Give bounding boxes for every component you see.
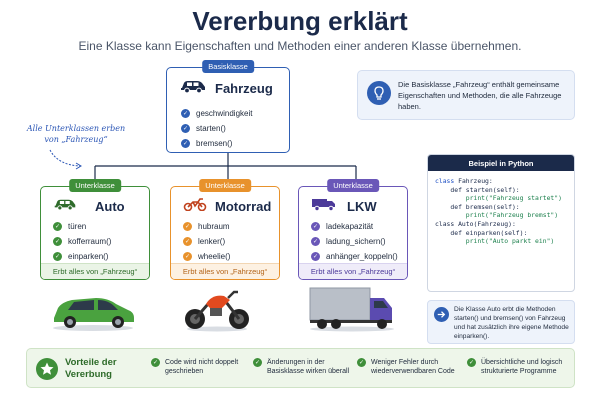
check-icon: ✓ <box>181 139 190 148</box>
subclass-name: LKW <box>347 199 377 214</box>
list-item: ✓anhänger_koppeln() <box>311 252 398 261</box>
list-item: ✓ladekapazität <box>311 222 374 231</box>
check-icon: ✓ <box>311 222 320 231</box>
benefit-item: ✓Änderungen in der Basisklasse wirken üb… <box>253 358 350 375</box>
auto-inheritance-info: Die Klasse Auto erbt die Methoden starte… <box>427 300 575 344</box>
code-line: def bremsen(self): <box>435 202 520 211</box>
base-class-name: Fahrzeug <box>215 81 273 96</box>
benefit-item: ✓Übersichtliche und logisch strukturiert… <box>467 358 563 375</box>
car-icon <box>179 79 207 98</box>
code-line: print("Auto parkt ein") <box>435 237 555 246</box>
check-icon: ✓ <box>311 252 320 261</box>
lightbulb-icon <box>367 81 391 110</box>
code-line: print("Fahrzeug bremst") <box>435 211 559 220</box>
check-icon: ✓ <box>467 358 476 367</box>
subclass-tag: Unterklasse <box>69 179 121 192</box>
auto-inheritance-text: Die Klasse Auto erbt die Methoden starte… <box>454 306 569 340</box>
python-example: Beispiel in Python class Fahrzeug: def s… <box>427 154 575 292</box>
star-icon <box>36 358 58 385</box>
check-icon: ✓ <box>53 237 62 246</box>
list-item: ✓lenker() <box>183 237 226 246</box>
benefits-title: Vorteile der Vererbung <box>65 357 117 380</box>
subclass-card-motorrad: Unterklasse Motorrad ✓hubraum ✓lenker() … <box>170 179 280 280</box>
list-item: ✓starten() <box>181 124 226 133</box>
code-block: class Fahrzeug: def starten(self): print… <box>428 171 574 252</box>
subclass-tag: Unterklasse <box>327 179 379 192</box>
benefit-item: ✓Code wird nicht doppelt geschrieben <box>151 358 239 375</box>
motorcycle-illustration <box>182 286 252 337</box>
benefit-item: ✓Weniger Fehler durch wiederverwendbaren… <box>357 358 455 375</box>
inheritance-note: Alle Unterklassen erben von „Fahrzeug“ <box>26 124 126 144</box>
code-line: class Fahrzeug: <box>435 177 493 185</box>
subclass-footer: Erbt alles von „Fahrzeug“ <box>171 263 279 279</box>
subclass-name: Motorrad <box>215 199 272 214</box>
list-item: ✓geschwindigkeit <box>181 109 253 118</box>
check-icon: ✓ <box>53 252 62 261</box>
subclass-card-lkw: Unterklasse LKW ✓ladekapazität ✓ladung_s… <box>298 179 408 280</box>
car-illustration <box>48 288 138 337</box>
base-class-card: Basisklasse Fahrzeug ✓geschwindigkeit ✓s… <box>166 60 290 153</box>
list-item: ✓türen <box>53 222 87 231</box>
car-icon <box>53 197 77 215</box>
check-icon: ✓ <box>311 237 320 246</box>
base-class-info: Die Basisklasse „Fahrzeug“ enthält gemei… <box>357 70 575 120</box>
list-item: ✓wheelie() <box>183 252 231 261</box>
list-item: ✓bremsen() <box>181 139 233 148</box>
arrow-right-icon <box>434 307 449 327</box>
code-line: print("Fahrzeug startet") <box>435 194 562 203</box>
code-line: def starten(self): <box>435 185 520 194</box>
code-title: Beispiel in Python <box>428 155 574 171</box>
list-item: ✓hubraum <box>183 222 230 231</box>
benefits-panel: Vorteile der Vererbung ✓Code wird nicht … <box>26 348 575 388</box>
check-icon: ✓ <box>151 358 160 367</box>
list-item: ✓einparken() <box>53 252 109 261</box>
check-icon: ✓ <box>181 124 190 133</box>
check-icon: ✓ <box>183 222 192 231</box>
page-subtitle: Eine Klasse kann Eigenschaften und Metho… <box>78 39 522 53</box>
subclass-footer: Erbt alles von „Fahrzeug“ <box>299 263 407 279</box>
truck-illustration <box>306 284 398 337</box>
check-icon: ✓ <box>357 358 366 367</box>
check-icon: ✓ <box>181 109 190 118</box>
code-line: def einparken(self): <box>435 228 528 237</box>
subclass-tag: Unterklasse <box>199 179 251 192</box>
check-icon: ✓ <box>253 358 262 367</box>
check-icon: ✓ <box>183 237 192 246</box>
page-title: Vererbung erklärt <box>192 6 408 36</box>
list-item: ✓ladung_sichern() <box>311 237 386 246</box>
motorcycle-icon <box>183 197 207 216</box>
truck-icon <box>311 197 337 216</box>
check-icon: ✓ <box>183 252 192 261</box>
base-class-tag: Basisklasse <box>202 60 254 73</box>
check-icon: ✓ <box>53 222 62 231</box>
base-class-info-text: Die Basisklasse „Fahrzeug“ enthält gemei… <box>398 80 562 111</box>
code-line: class Auto(Fahrzeug): <box>435 219 516 228</box>
subclass-card-auto: Unterklasse Auto ✓türen ✓kofferraum() ✓e… <box>40 179 150 280</box>
list-item: ✓kofferraum() <box>53 237 112 246</box>
subclass-footer: Erbt alles von „Fahrzeug“ <box>41 263 149 279</box>
subclass-name: Auto <box>95 198 125 214</box>
